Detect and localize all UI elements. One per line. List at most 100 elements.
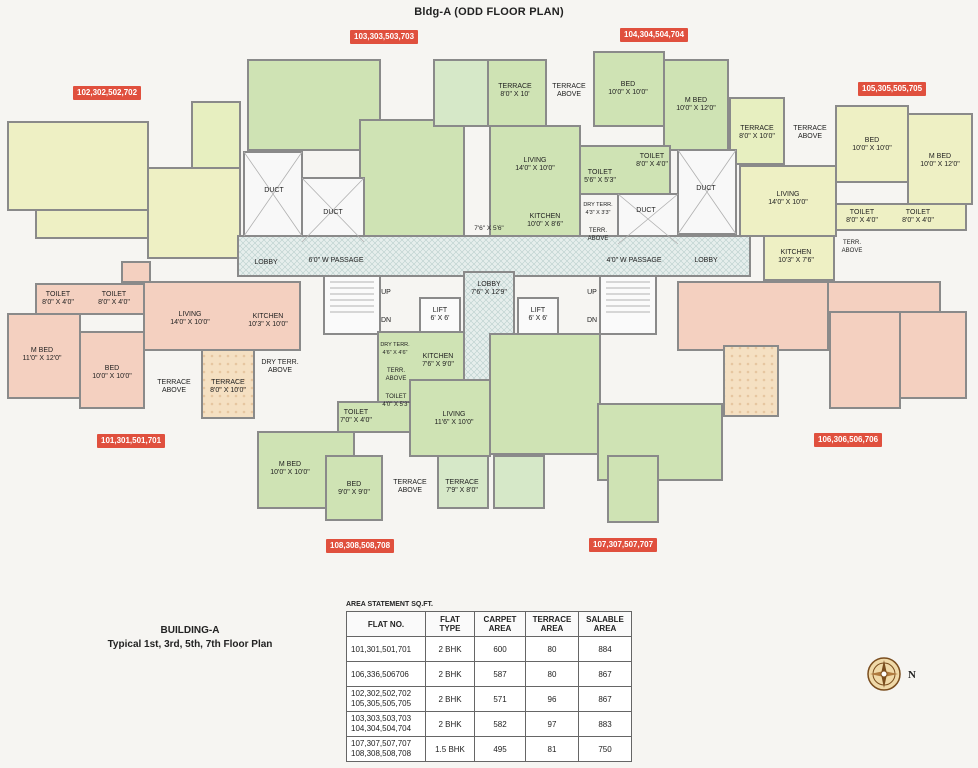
room-105-living — [739, 165, 837, 237]
lbl-bed-104-dim: 10'0" X 10'0" — [608, 89, 648, 96]
room-101-terrace — [201, 349, 255, 419]
cell-carpet: 495 — [474, 736, 526, 762]
lbl-bed-108: BED — [347, 481, 361, 488]
lbl-kitchen-101-dim: 10'3" X 10'0" — [248, 321, 288, 328]
room-108-bed — [325, 455, 383, 521]
flat-tag-102: 102,302,502,702 — [73, 86, 142, 100]
lbl-duct-1: DUCT — [264, 187, 284, 194]
room-108-toilet — [337, 401, 413, 433]
floor-plan: TERRACE 8'0" X 10' TERRACE ABOVE BED 10'… — [7, 51, 973, 523]
lbl-toilet-108b-dim: 7'0" X 4'0" — [340, 417, 372, 424]
cell-type: 2 BHK — [425, 661, 475, 687]
cell-flat-line2: 108,308,508,708 — [351, 749, 412, 758]
cell-carpet: 587 — [474, 661, 526, 687]
room-101-living — [143, 281, 301, 351]
room-105-bed — [835, 105, 909, 183]
lbl-lift-left: LIFT — [433, 307, 448, 314]
lbl-terrace-105-dim: 8'0" X 10'0" — [739, 133, 775, 140]
cell-terrace: 80 — [525, 636, 579, 662]
lbl-passage-right: 4'0" W PASSAGE — [606, 257, 661, 264]
lbl-toilet-105a-dim: 8'0" X 4'0" — [846, 217, 878, 224]
cell-terrace: 97 — [525, 711, 579, 737]
area-statement-caption: AREA STATEMENT SQ.FT. — [346, 601, 433, 608]
lbl-terrace-108: TERRACE — [393, 479, 427, 486]
caption-building: BUILDING-A — [160, 625, 220, 636]
lbl-dry-terr-101-above: ABOVE — [268, 367, 292, 374]
cell-flat-line1: 107,307,507,707 — [351, 739, 412, 748]
table-row: 103,303,503,703 104,304,504,704 2 BHK 58… — [346, 711, 632, 737]
lbl-bed-104: BED — [621, 81, 635, 88]
lbl-kitchen-101: KITCHEN — [253, 313, 284, 320]
lbl-mbed-101: M BED — [31, 347, 53, 354]
cell-flat: 107,307,507,707 108,308,508,708 — [346, 736, 426, 762]
lbl-mbed-101-dim: 11'0" X 12'0" — [22, 355, 62, 362]
room-102-toilets — [35, 209, 149, 239]
lbl-living-105: LIVING — [777, 191, 800, 198]
lbl-toilet-101b-dim: 8'0" X 4'0" — [98, 299, 130, 306]
lbl-lift-right: LIFT — [531, 307, 546, 314]
lbl-up-left: UP — [381, 289, 391, 296]
cell-flat: 103,303,503,703 104,304,504,704 — [346, 711, 426, 737]
lbl-kitchen-105: KITCHEN — [781, 249, 812, 256]
stair-lines — [330, 281, 650, 313]
lbl-terrace-101: TERRACE — [157, 379, 191, 386]
room-106-mbed — [899, 311, 967, 399]
lbl-bed-108-dim: 9'0" X 9'0" — [338, 489, 370, 496]
lbl-terrace-101b: TERRACE — [211, 379, 245, 386]
header-flat-type: FLAT TYPE — [425, 611, 475, 637]
compass-icon: N — [867, 657, 916, 691]
compass-north-label: N — [908, 669, 916, 681]
cell-flat-line2: 104,304,504,704 — [351, 724, 412, 733]
room-102-living — [147, 167, 241, 259]
header-salable-area: SALABLE AREA — [578, 611, 632, 637]
lbl-living-104: LIVING — [524, 157, 547, 164]
lbl-terr-108: TERR. — [387, 368, 405, 374]
cell-flat: 101,301,501,701 — [346, 636, 426, 662]
cell-carpet: 582 — [474, 711, 526, 737]
lbl-above: ABOVE — [557, 91, 581, 98]
room-105-kitchen — [763, 235, 835, 281]
lbl-terr-108-above: ABOVE — [386, 376, 407, 382]
cell-terrace: 81 — [525, 736, 579, 762]
lbl-terrace-above-105: TERRACE — [793, 125, 827, 132]
page-title: Bldg-A (ODD FLOOR PLAN) — [414, 6, 564, 18]
lbl-lift-right-dim: 6' X 6' — [528, 315, 547, 322]
lbl-kitchen-108: KITCHEN — [423, 353, 454, 360]
cell-carpet: 600 — [474, 636, 526, 662]
lbl-terrace-above: TERRACE — [552, 83, 586, 90]
room-106-bed — [829, 311, 901, 409]
lbl-toilet-105b-dim: 8'0" X 4'0" — [902, 217, 934, 224]
lbl-dry-terr-c: DRY TERR. — [380, 342, 410, 348]
cell-salable: 750 — [578, 736, 632, 762]
lbl-mbed-105: M BED — [929, 153, 951, 160]
cell-salable: 867 — [578, 661, 632, 687]
room-104-terrace — [487, 59, 547, 127]
cell-salable: 884 — [578, 636, 632, 662]
lbl-lobby-center: LOBBY — [477, 281, 501, 288]
caption-floors: Typical 1st, 3rd, 5th, 7th Floor Plan — [107, 639, 273, 650]
room-105-toilets — [835, 203, 967, 231]
walls-group — [7, 51, 973, 523]
flat-tag-101: 101,301,501,701 — [97, 434, 166, 448]
room-103-beds — [247, 59, 381, 151]
lbl-toilet-108: TOILET — [386, 394, 407, 400]
lbl-dn-right: DN — [587, 317, 597, 324]
room-107-bed — [607, 455, 659, 523]
area-statement-table: FLAT NO. FLAT TYPE CARPET AREA TERRACE A… — [346, 611, 632, 762]
lift-left — [419, 297, 461, 335]
lbl-bed-105: BED — [865, 137, 879, 144]
lbl-mbed-108: M BED — [279, 461, 301, 468]
table-row: 107,307,507,707 108,308,508,708 1.5 BHK … — [346, 736, 632, 762]
lbl-living-104-dim: 14'0" X 10'0" — [515, 165, 555, 172]
room-107-terrace — [493, 455, 545, 509]
room-103-terrace — [433, 59, 489, 127]
cell-type: 2 BHK — [425, 636, 475, 662]
lbl-above-105: ABOVE — [798, 133, 822, 140]
room-103-living — [359, 119, 465, 249]
plan-caption: BUILDING-A Typical 1st, 3rd, 5th, 7th Fl… — [80, 624, 300, 652]
lbl-living-101: LIVING — [179, 311, 202, 318]
header-flat-no: FLAT NO. — [346, 611, 426, 637]
cell-flat: 102,302,502,702 105,305,505,705 — [346, 686, 426, 712]
lbl-toilet-b: TOILET — [640, 153, 665, 160]
cell-flat: 106,336,506706 — [346, 661, 426, 687]
